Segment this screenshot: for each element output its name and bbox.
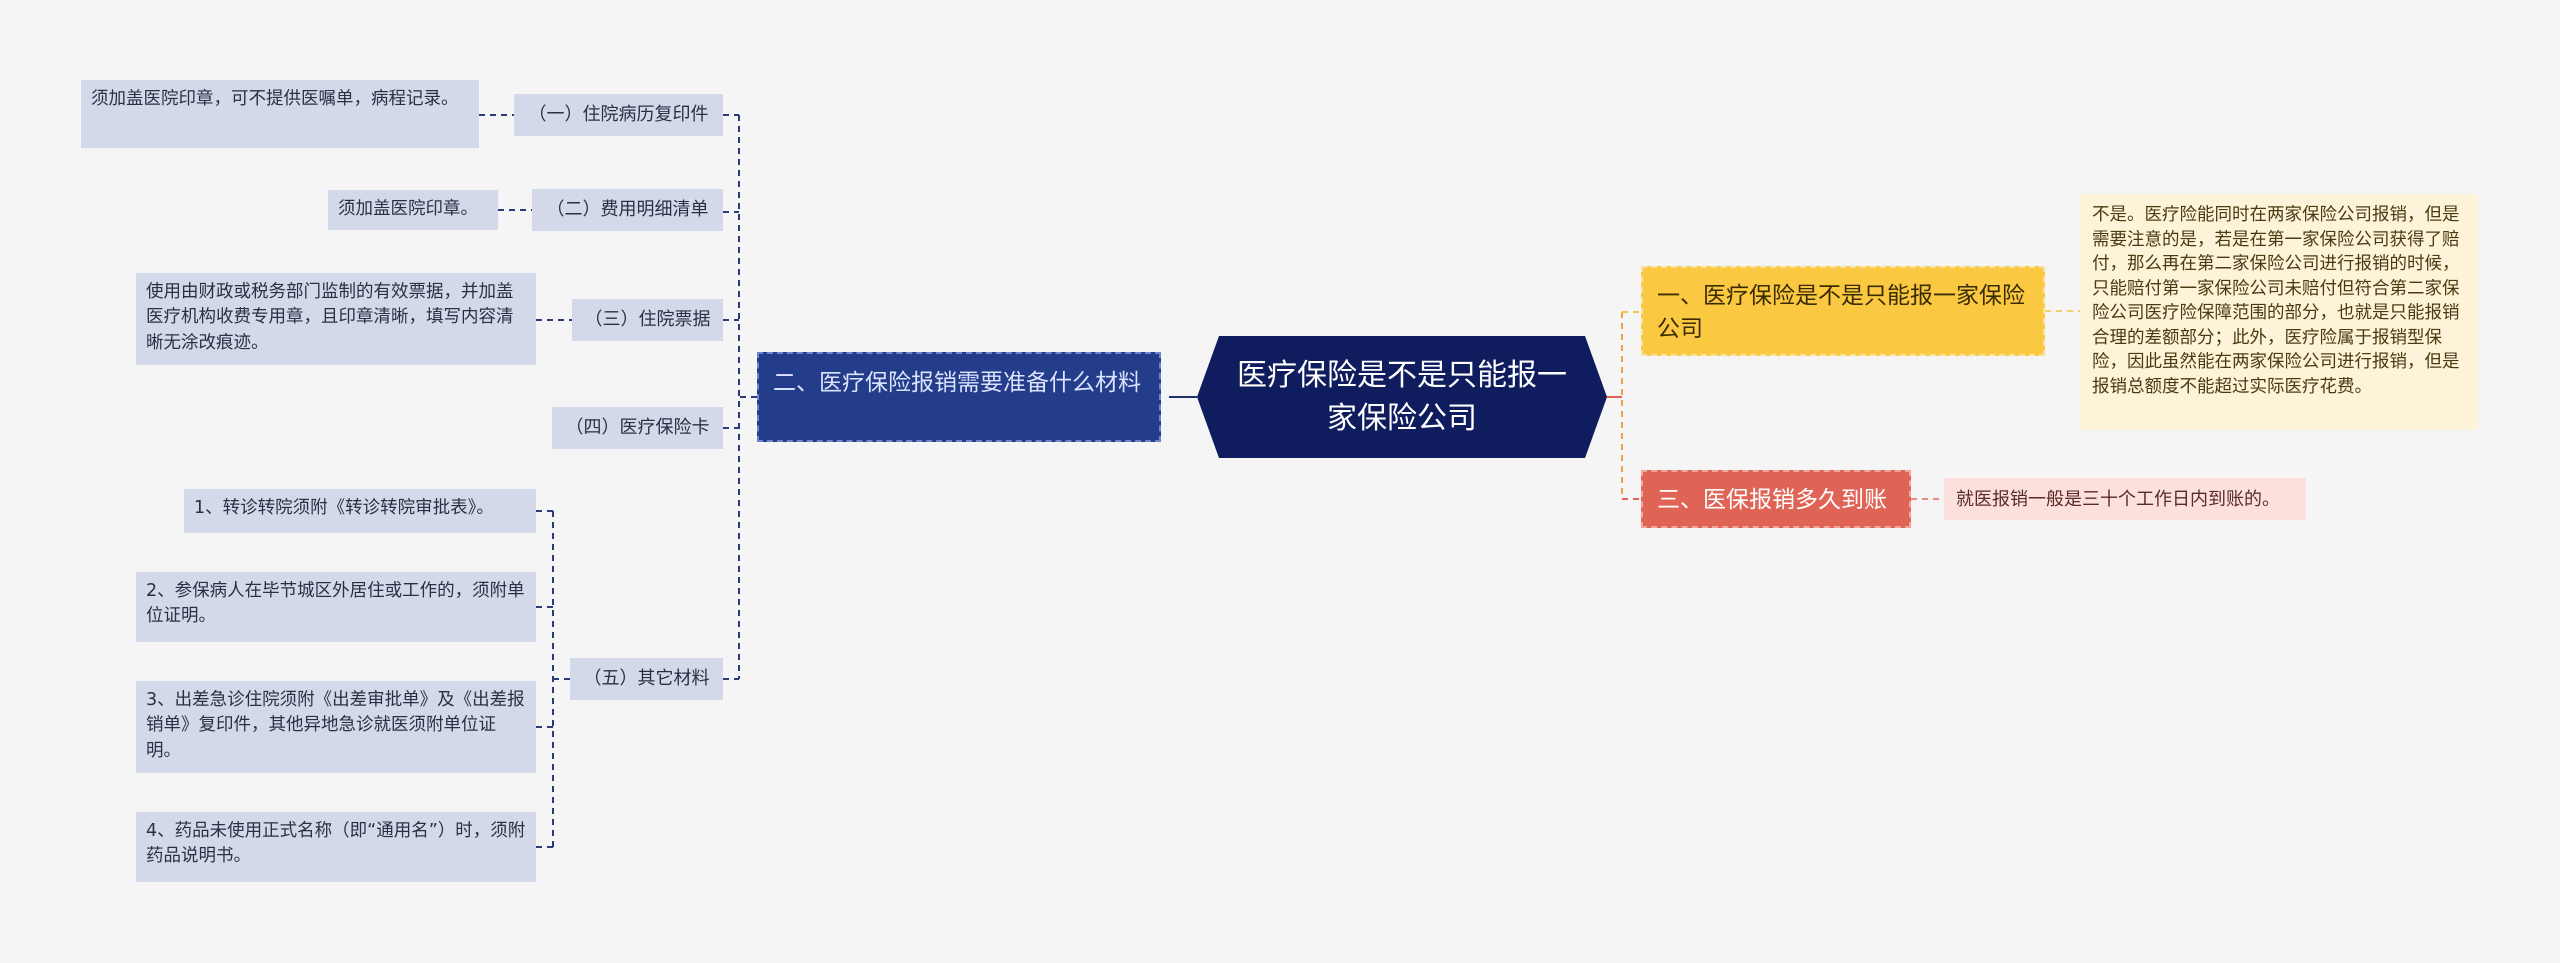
detail-drug-instructions[interactable]: 4、药品未使用正式名称（即“通用名”）时，须附药品说明书。 [136, 812, 536, 882]
note-one-company-answer[interactable]: 不是。医疗险能同时在两家保险公司报销，但是需要注意的是，若是在第一家保险公司获得… [2080, 194, 2478, 430]
branch-reimbursement-time[interactable]: 三、医保报销多久到账 [1641, 470, 1911, 528]
central-topic[interactable]: 医疗保险是不是只能报一家保险公司 [1197, 336, 1607, 458]
detail-hospital-records[interactable]: 须加盖医院印章，可不提供医嘱单，病程记录。 [81, 80, 479, 148]
branch-materials[interactable]: 二、医疗保险报销需要准备什么材料 [757, 352, 1161, 442]
note-reimbursement-time[interactable]: 就医报销一般是三十个工作日内到账的。 [1944, 478, 2306, 520]
item-expense-list[interactable]: （二）费用明细清单 [532, 189, 723, 231]
detail-transfer-approval[interactable]: 1、转诊转院须附《转诊转院审批表》。 [184, 489, 536, 533]
detail-hospital-receipts[interactable]: 使用由财政或税务部门监制的有效票据，并加盖医疗机构收费专用章，且印章清晰，填写内… [136, 273, 536, 365]
item-hospital-records[interactable]: （一）住院病历复印件 [514, 94, 723, 136]
detail-work-certificate[interactable]: 2、参保病人在毕节城区外居住或工作的，须附单位证明。 [136, 572, 536, 642]
branch-one-company-question[interactable]: 一、医疗保险是不是只能报一家保险公司 [1641, 266, 2045, 356]
item-other-materials[interactable]: （五）其它材料 [570, 658, 723, 700]
detail-expense-list[interactable]: 须加盖医院印章。 [328, 190, 498, 230]
item-hospital-receipts[interactable]: （三）住院票据 [572, 299, 723, 341]
item-insurance-card[interactable]: （四）医疗保险卡 [552, 407, 723, 449]
detail-business-trip[interactable]: 3、出差急诊住院须附《出差审批单》及《出差报销单》复印件，其他异地急诊就医须附单… [136, 681, 536, 773]
